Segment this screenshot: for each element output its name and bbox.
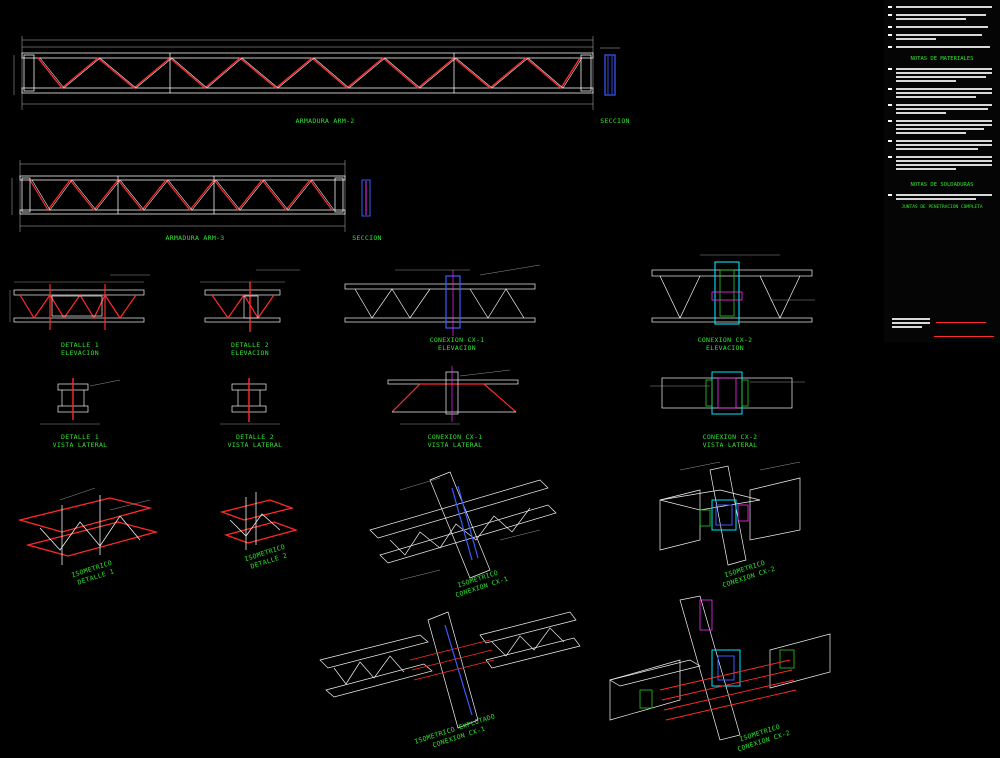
detail-1-side-view <box>40 378 121 425</box>
note-text-line <box>896 72 992 74</box>
materials-notes-heading: NOTAS DE MATERIALES <box>910 56 974 62</box>
title-cx1-lat-b: VISTA LATERAL <box>427 441 483 449</box>
note-text-line <box>896 120 992 122</box>
note-bullet <box>888 104 892 106</box>
note-text-line <box>896 148 978 150</box>
title-armadura-arm3: ARMADURA ARM-3 <box>165 234 225 242</box>
note-bullet <box>888 68 892 70</box>
title-detalle2-elev-a: DETALLE 2 <box>231 341 269 349</box>
isometric-connection-cx1 <box>369 471 557 581</box>
detail-2-elevation <box>200 269 300 332</box>
connection-cx1-side-view <box>387 366 519 425</box>
note-text-line <box>896 76 986 78</box>
note-text-line <box>896 6 992 8</box>
title-cx2-lat-a: CONEXION CX-2 <box>702 433 758 441</box>
title-arm3-section: SECCION <box>352 234 382 242</box>
note-text-line <box>896 68 992 70</box>
note-bullet <box>888 14 892 16</box>
note-text-line <box>896 104 992 106</box>
truss-arm2-elevation <box>13 36 594 110</box>
note-text-line <box>896 14 986 16</box>
note-text-line <box>896 168 956 170</box>
isometric-detail-1 <box>17 487 159 565</box>
note-text-line <box>896 132 966 134</box>
note-text-line <box>896 26 988 28</box>
note-text-line <box>896 96 976 98</box>
note-text-line <box>896 108 988 110</box>
note-bullet <box>888 6 892 8</box>
title-detalle1-elev-b: ELEVACION <box>61 349 99 357</box>
note-text-line <box>896 112 946 114</box>
title-cx1-elev-a: CONEXION CX-1 <box>429 336 485 344</box>
isometric-exploded-cx1 <box>319 611 581 729</box>
note-text-line <box>896 124 992 126</box>
truss-arm3-elevation <box>11 160 346 232</box>
penetration-joints-heading: JUNTAS DE PENETRACION COMPLETA <box>901 205 983 210</box>
weld-note-line <box>936 322 986 323</box>
title-cx1-lat-a: CONEXION CX-1 <box>427 433 483 441</box>
note-bullet <box>888 46 892 48</box>
title-detalle1-elev-a: DETALLE 1 <box>61 341 99 349</box>
note-text-line <box>896 164 992 166</box>
title-cx2-elev-a: CONEXION CX-2 <box>697 336 753 344</box>
title-cx2-lat-b: VISTA LATERAL <box>702 441 758 449</box>
title-detalle2-lat-b: VISTA LATERAL <box>227 441 283 449</box>
note-text-line <box>896 46 990 48</box>
weld-notes-heading: NOTAS DE SOLDADURAS <box>910 182 974 188</box>
note-text-line <box>896 88 992 90</box>
note-bullet <box>888 156 892 158</box>
note-bullet <box>888 88 892 90</box>
isometric-connection-cx2 <box>659 461 801 566</box>
note-text-line <box>896 80 956 82</box>
note-bullet <box>888 194 892 196</box>
isometric-exploded-cx2 <box>609 595 831 741</box>
note-text-line <box>892 318 930 320</box>
note-text-line <box>896 140 992 142</box>
note-bullet <box>888 34 892 36</box>
note-bullet <box>888 140 892 142</box>
connection-cx2-elevation <box>651 254 815 325</box>
title-detalle2-lat-a: DETALLE 2 <box>236 433 274 441</box>
general-notes-column: NOTAS DE MATERIALES NOTAS DE SOLDADURAS … <box>884 0 1000 342</box>
isometric-detail-2 <box>219 492 299 550</box>
title-cx1-elev-b: ELEVACION <box>438 344 476 352</box>
note-text-line <box>892 326 922 328</box>
truss-arm2-section <box>600 47 620 96</box>
title-cx2-elev-b: ELEVACION <box>706 344 744 352</box>
note-text-line <box>896 92 992 94</box>
detail-1-elevation <box>9 274 150 330</box>
note-text-line <box>896 160 992 162</box>
note-text-line <box>896 128 984 130</box>
note-bullet <box>888 120 892 122</box>
note-bullet <box>888 26 892 28</box>
truss-arm3-section <box>361 179 371 217</box>
title-detalle1-lat-a: DETALLE 1 <box>61 433 99 441</box>
title-detalle1-lat-b: VISTA LATERAL <box>52 441 108 449</box>
note-text-line <box>896 18 966 20</box>
note-text-line <box>896 38 936 40</box>
detail-2-side-view <box>220 378 280 425</box>
weld-note-line <box>934 336 994 337</box>
note-text-line <box>896 198 976 200</box>
title-detalle2-elev-b: ELEVACION <box>231 349 269 357</box>
title-armadura-arm2: ARMADURA ARM-2 <box>295 117 355 125</box>
connection-cx2-side-view <box>650 371 805 415</box>
note-text-line <box>896 156 992 158</box>
note-text-line <box>896 144 992 146</box>
note-text-line <box>896 194 992 196</box>
connection-cx1-elevation <box>344 264 541 336</box>
note-text-line <box>892 322 930 324</box>
title-arm2-section: SECCION <box>600 117 630 125</box>
note-text-line <box>896 34 982 36</box>
